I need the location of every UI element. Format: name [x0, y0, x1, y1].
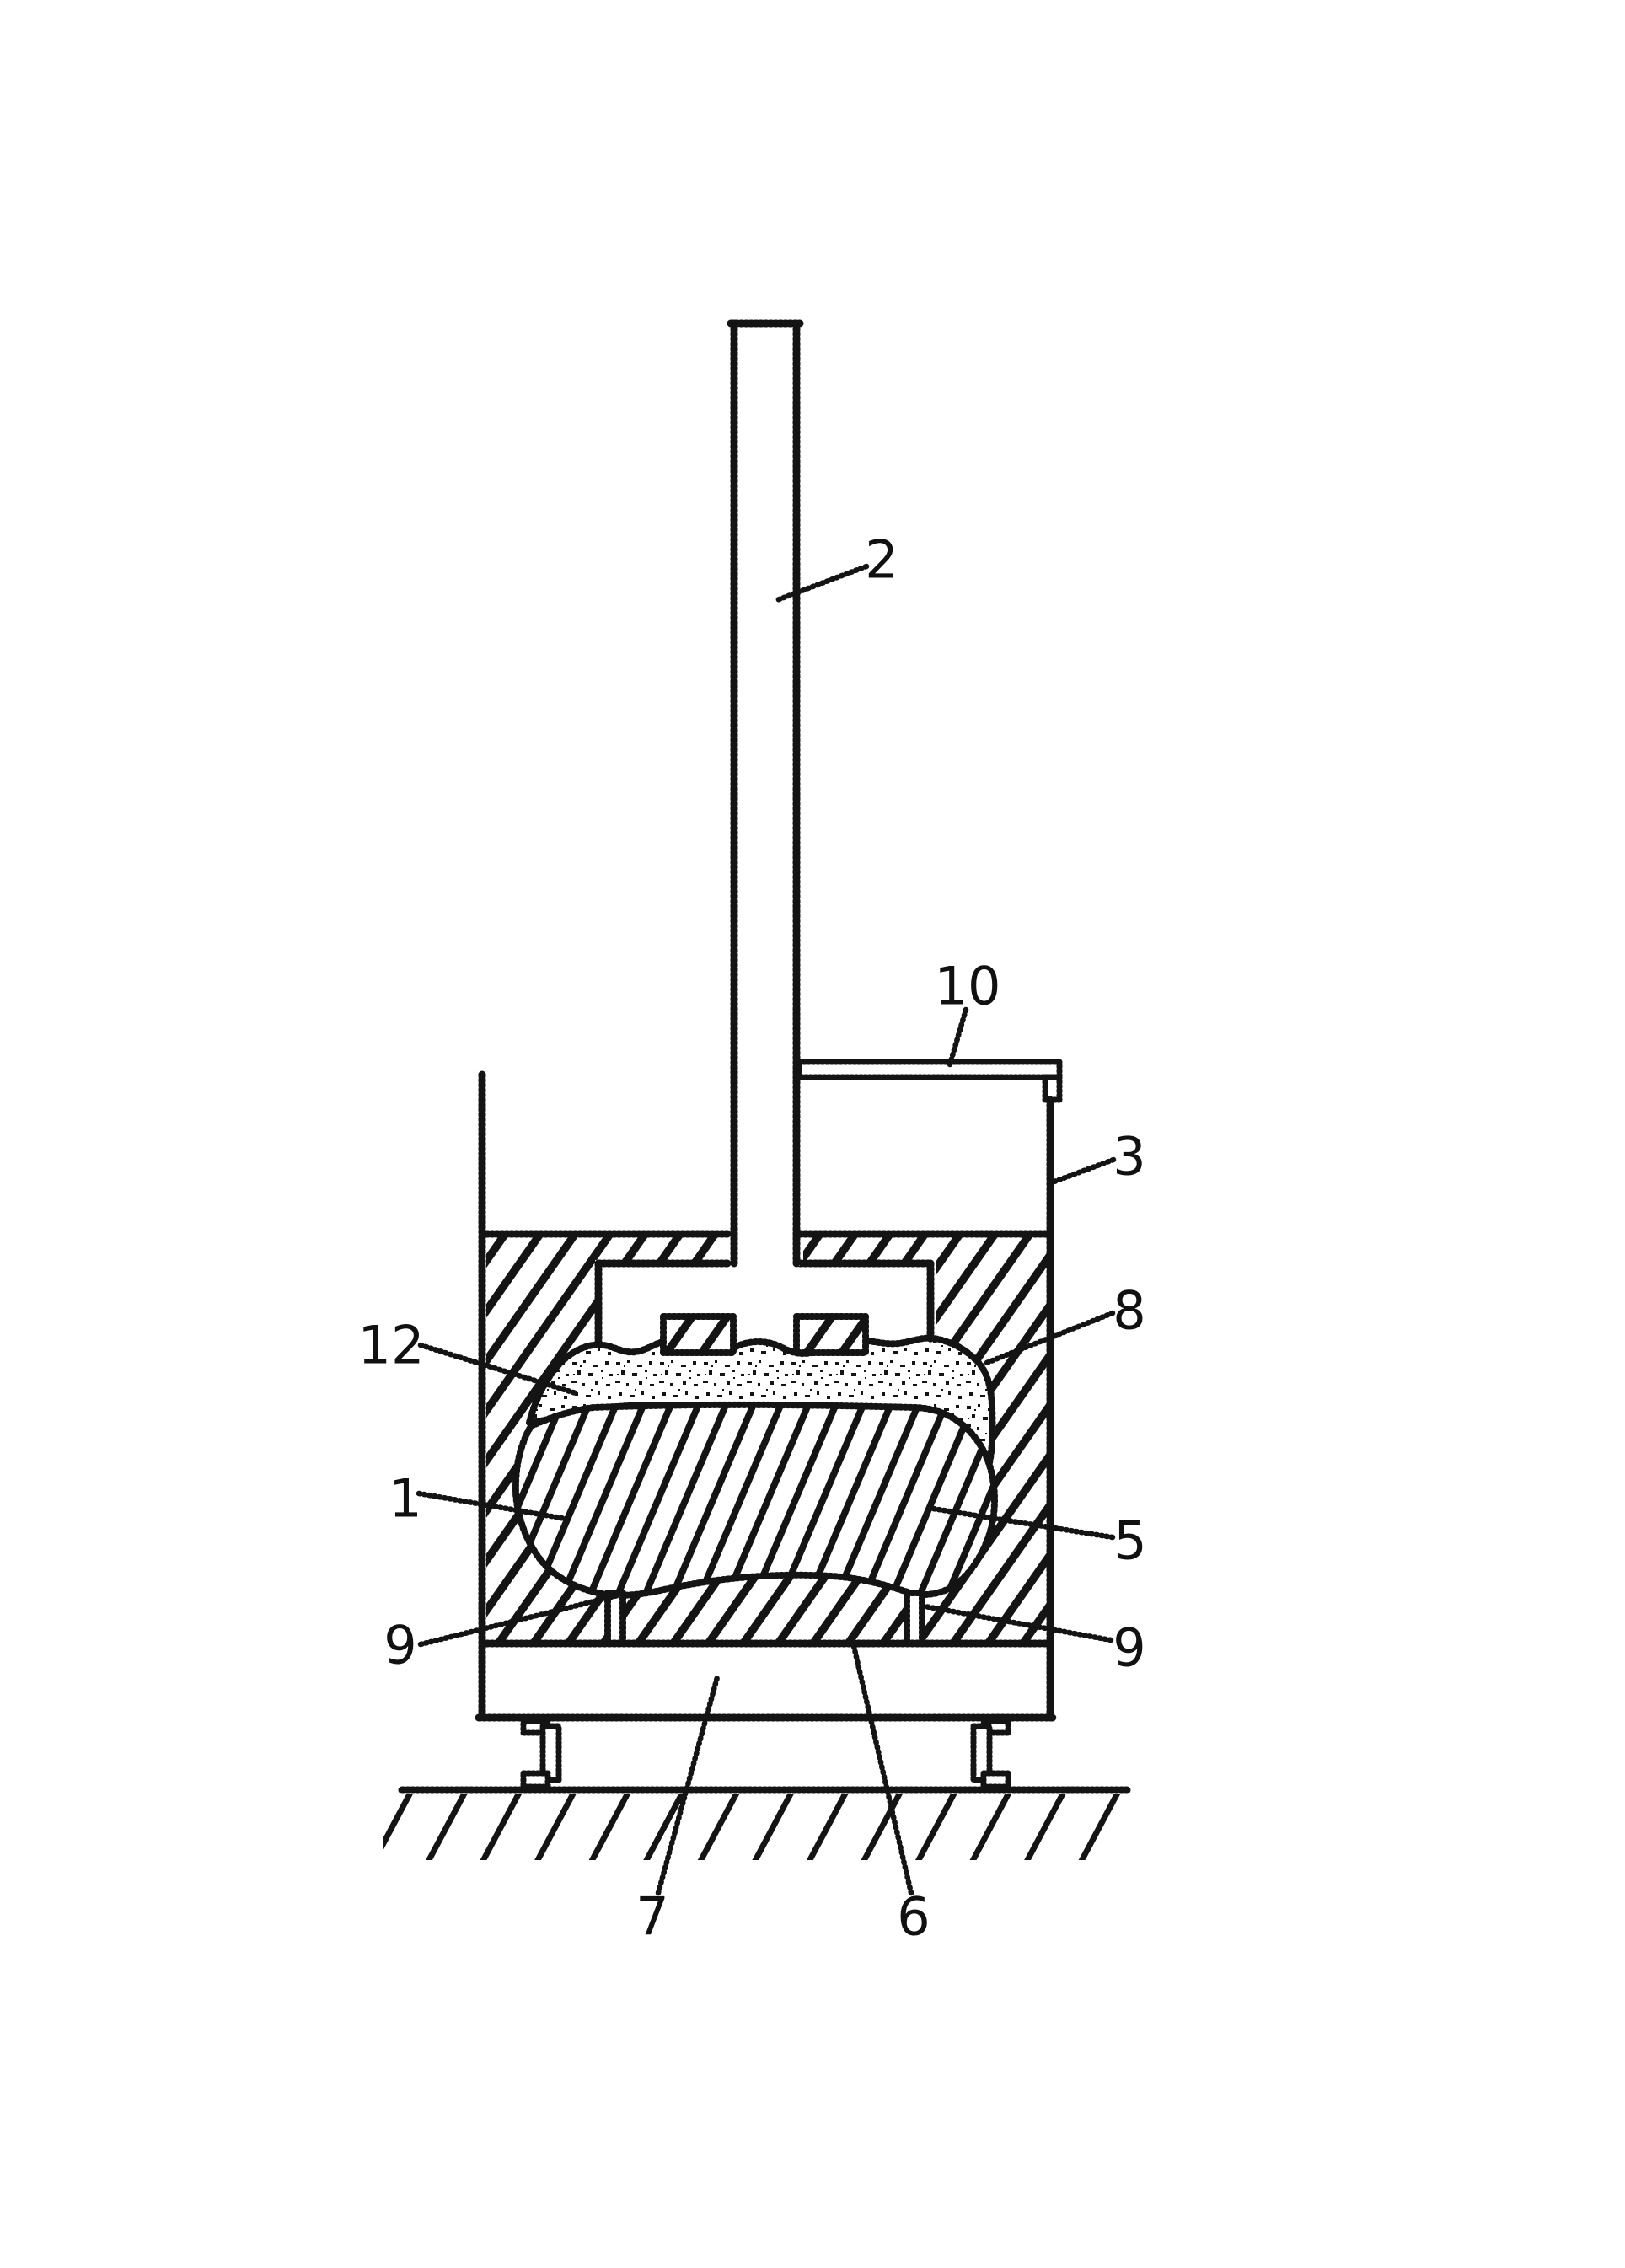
left-leg-foot: [520, 1770, 551, 1790]
support-feet: [604, 1590, 925, 1647]
crosshead-cavity: [595, 1260, 936, 1353]
base-legs: [520, 1718, 1011, 1790]
reference-numeral-3-2: 3: [1113, 1126, 1145, 1188]
leader-line-3-2: [1048, 1156, 1117, 1186]
labels-layer: 2 10 3 8 12 1 5 9 9 7 6: [358, 529, 1147, 1948]
right-leg-foot: [980, 1770, 1011, 1790]
locating-blocks: [660, 1313, 869, 1356]
reference-numeral-8-3: 8: [1113, 1280, 1145, 1342]
molded-mass: [512, 1401, 998, 1599]
reference-numeral-2-0: 2: [865, 529, 898, 591]
left-leg-web: [539, 1723, 562, 1783]
ground: [383, 1786, 1131, 1860]
leader-line-8-3: [981, 1310, 1116, 1367]
reference-numeral-1-5: 1: [389, 1468, 421, 1530]
reference-numeral-6-10: 6: [897, 1886, 930, 1948]
support-foot-left: [604, 1590, 626, 1647]
ground-hatch: [383, 1794, 1129, 1860]
leader-line-10-1: [947, 1006, 969, 1068]
leader-line-5-6: [930, 1505, 1116, 1541]
mold-outlines: [475, 1230, 1058, 1722]
container-walls: [478, 1070, 1054, 1722]
leader-line-2-0: [774, 563, 870, 603]
press-rod-body: [731, 320, 800, 1266]
cover-lid-lip: [1042, 1074, 1063, 1103]
reference-numeral-10-1: 10: [935, 956, 1001, 1017]
cover-lid-strip: [796, 1059, 1063, 1080]
reference-numeral-9-7: 9: [383, 1615, 416, 1676]
leader-line-1-5: [416, 1490, 574, 1523]
cover-lid: [796, 1059, 1063, 1103]
press-rod: [727, 319, 804, 1268]
leader-line-12-4: [417, 1342, 579, 1397]
locating-block-left: [660, 1313, 737, 1356]
reference-numeral-7-9: 7: [636, 1886, 668, 1948]
leader-line-7-9: [655, 1674, 721, 1896]
leader-line-6-10: [850, 1643, 914, 1896]
support-foot-right: [904, 1590, 925, 1647]
leader-line-9-7: [417, 1592, 621, 1648]
reference-numeral-9-8: 9: [1113, 1617, 1145, 1679]
leader-line-9-8: [917, 1602, 1114, 1643]
reference-numeral-5-6: 5: [1113, 1510, 1146, 1572]
locating-block-right: [793, 1313, 869, 1356]
reference-numeral-12-4: 12: [358, 1315, 425, 1376]
